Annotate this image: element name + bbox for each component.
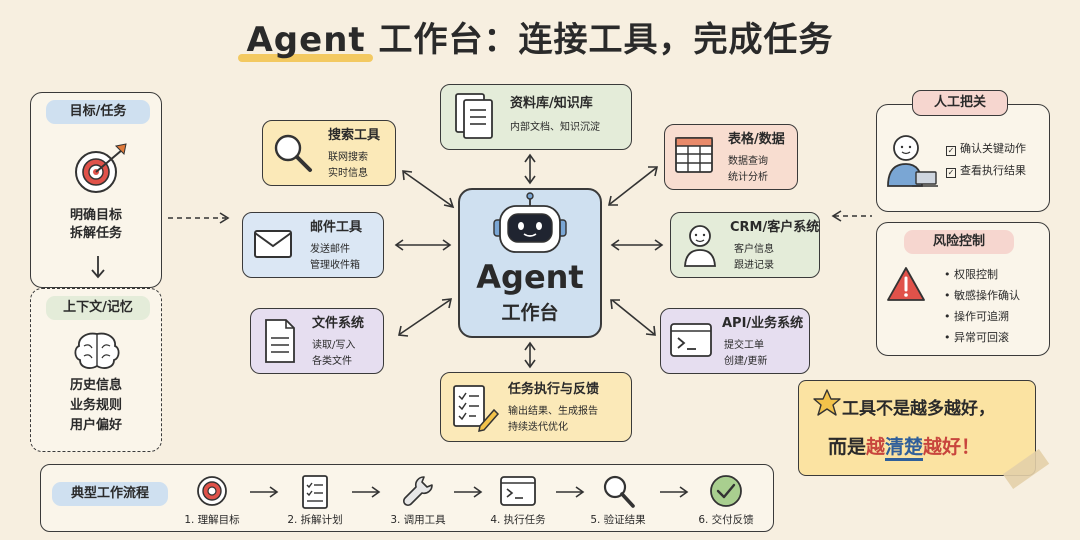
star-icon bbox=[813, 389, 841, 416]
files-tool-desc-2: 各类文件 bbox=[312, 356, 352, 367]
files-tool-card[interactable] bbox=[250, 308, 384, 374]
target-icon bbox=[75, 143, 127, 193]
note-line-2-d: 越好！ bbox=[923, 436, 981, 458]
wrench-step-icon bbox=[402, 476, 433, 507]
mail-tool-name: 邮件工具 bbox=[310, 220, 363, 235]
note-line-2-c: 清楚 bbox=[885, 436, 924, 461]
context-line-2: 业务规则 bbox=[69, 398, 122, 413]
note-line-1: 工具不是越多越好， bbox=[842, 399, 995, 419]
api-tool-desc-1: 提交工单 bbox=[724, 340, 764, 351]
left-dashed-arrow bbox=[168, 212, 230, 224]
envelope-icon bbox=[254, 230, 292, 258]
context-line-1: 历史信息 bbox=[69, 378, 122, 393]
checkbox-icon: ✓ bbox=[946, 146, 956, 156]
crm-tool-name: CRM/客户系统 bbox=[730, 220, 820, 235]
workflow-step-3: 3. 调用工具 bbox=[390, 514, 446, 526]
workflow-label: 典型工作流程 bbox=[52, 482, 168, 506]
goal-line-2: 拆解任务 bbox=[69, 226, 122, 241]
title-underline bbox=[238, 54, 373, 62]
human-item-2: ✓ 查看执行结果 bbox=[946, 164, 1026, 178]
file-icon bbox=[265, 319, 295, 363]
goal-line-1: 明确目标 bbox=[69, 208, 122, 223]
risk-label: 风险控制 bbox=[904, 230, 1014, 254]
api-tool-name: API/业务系统 bbox=[722, 316, 804, 331]
agent-sub: 工作台 bbox=[501, 302, 559, 324]
robot-icon bbox=[493, 192, 567, 253]
human-item-2-text: 查看执行结果 bbox=[960, 164, 1026, 177]
mail-tool-desc-2: 管理收件箱 bbox=[310, 260, 360, 271]
risk-item-3: • 操作可追溯 bbox=[944, 310, 1009, 323]
reviewer-at-laptop-icon bbox=[887, 135, 938, 187]
api-tool-desc-2: 创建/更新 bbox=[724, 356, 768, 367]
agent-name: Agent bbox=[476, 258, 584, 296]
risk-item-2-text: 敏感操作确认 bbox=[954, 289, 1020, 302]
context-label: 上下文/记忆 bbox=[46, 296, 150, 320]
human-label: 人工把关 bbox=[912, 90, 1008, 116]
clipboard-step-icon bbox=[302, 475, 328, 509]
human-item-1: ✓ 确认关键动作 bbox=[946, 142, 1026, 156]
checkbox-icon: ✓ bbox=[946, 168, 956, 178]
exec-tool-name: 任务执行与反馈 bbox=[508, 382, 600, 397]
magnifier-icon bbox=[274, 134, 312, 172]
risk-item-2: • 敏感操作确认 bbox=[944, 289, 1020, 302]
knowledge-tool-name: 资料库/知识库 bbox=[510, 96, 593, 111]
documents-icon bbox=[455, 93, 493, 139]
table-tool-name: 表格/数据 bbox=[728, 132, 785, 147]
exec-tool-desc-2: 持续迭代优化 bbox=[508, 422, 568, 433]
spreadsheet-icon bbox=[675, 137, 713, 173]
files-tool-desc-1: 读取/写入 bbox=[312, 340, 356, 351]
risk-item-1-text: 权限控制 bbox=[954, 268, 998, 281]
note-line-2-b: 越 bbox=[866, 436, 886, 458]
workflow-step-5: 5. 验证结果 bbox=[590, 514, 646, 526]
files-tool-name: 文件系统 bbox=[312, 316, 365, 331]
human-item-1-text: 确认关键动作 bbox=[960, 142, 1026, 155]
terminal-step-icon bbox=[500, 476, 536, 506]
brain-icon bbox=[74, 332, 120, 369]
api-tool-card[interactable] bbox=[660, 308, 810, 374]
sticky-note bbox=[798, 380, 1036, 476]
risk-item-1: • 权限控制 bbox=[944, 268, 998, 281]
person-icon bbox=[684, 225, 716, 267]
warning-icon bbox=[887, 267, 925, 301]
knowledge-tool-desc: 内部文档、知识沉淀 bbox=[510, 122, 600, 133]
note-line-2: 而是越清楚越好！ bbox=[828, 432, 981, 461]
note-line-2-a: 而是 bbox=[828, 436, 867, 458]
context-line-3: 用户偏好 bbox=[69, 418, 122, 433]
checklist-pencil-icon bbox=[453, 385, 500, 432]
crm-tool-desc-2: 跟进记录 bbox=[734, 260, 774, 271]
exec-tool-desc-1: 输出结果、生成报告 bbox=[508, 406, 598, 417]
workflow-step-4: 4. 执行任务 bbox=[490, 514, 546, 526]
magnifier-step-icon bbox=[603, 475, 635, 508]
crm-tool-card[interactable] bbox=[670, 212, 820, 278]
workflow-step-6: 6. 交付反馈 bbox=[698, 514, 754, 526]
risk-item-3-text: 操作可追溯 bbox=[954, 310, 1009, 323]
workflow-step-1: 1. 理解目标 bbox=[184, 514, 240, 526]
page-title: Agent 工作台：连接工具，完成任务 bbox=[246, 20, 834, 60]
search-tool-name: 搜索工具 bbox=[328, 128, 381, 143]
workflow-step-2: 2. 拆解计划 bbox=[287, 514, 343, 526]
crm-tool-desc-1: 客户信息 bbox=[734, 244, 774, 255]
target-step-icon bbox=[197, 476, 227, 506]
risk-item-4: • 异常可回滚 bbox=[944, 331, 1009, 344]
search-tool-desc-2: 实时信息 bbox=[328, 168, 368, 179]
table-tool-desc-2: 统计分析 bbox=[728, 172, 768, 183]
check-circle-step-icon bbox=[710, 475, 742, 507]
risk-item-4-text: 异常可回滚 bbox=[954, 331, 1009, 344]
goal-label: 目标/任务 bbox=[46, 100, 150, 124]
goal-to-context-arrow bbox=[91, 256, 105, 279]
table-tool-desc-1: 数据查询 bbox=[728, 156, 768, 167]
search-tool-desc-1: 联网搜索 bbox=[328, 152, 368, 163]
terminal-icon bbox=[670, 323, 712, 357]
mail-tool-desc-1: 发送邮件 bbox=[310, 244, 350, 255]
